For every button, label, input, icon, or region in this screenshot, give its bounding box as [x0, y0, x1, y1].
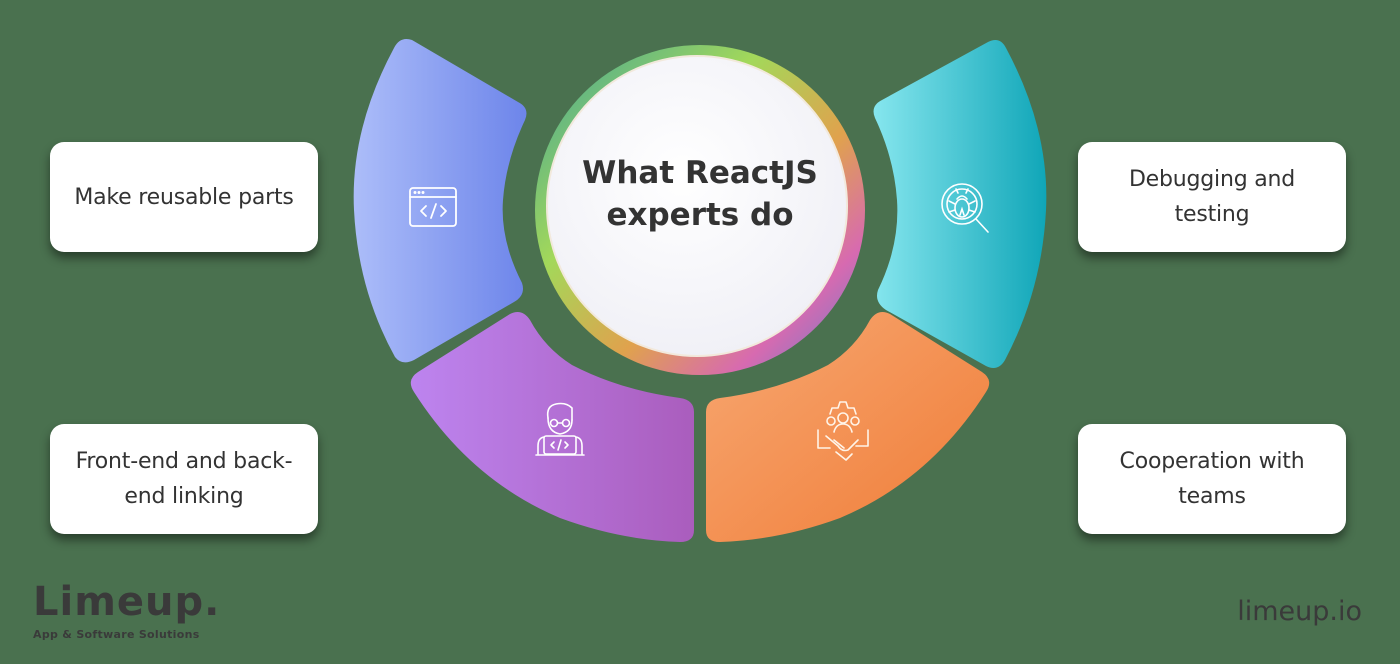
segment-make-reusable-parts — [353, 39, 527, 363]
card-label: Debugging and testing — [1128, 167, 1296, 227]
card-debugging-testing: Debugging and testing — [1078, 142, 1346, 252]
segment-debugging-testing — [873, 40, 1047, 368]
site-url: limeup.io — [1237, 596, 1362, 627]
center-circle — [546, 55, 848, 357]
logo-wordmark: Limeup. — [33, 579, 221, 625]
segment-cooperation-teams — [706, 312, 990, 542]
limeup-logo: Limeup. App & Software Solutions — [33, 582, 220, 641]
logo-tagline: App & Software Solutions — [33, 628, 200, 641]
center-title: What ReactJS experts do — [560, 152, 840, 236]
center-title-line-2: experts do — [606, 197, 794, 233]
bug-magnifier-icon — [941, 183, 989, 233]
developer-laptop-icon — [535, 402, 585, 456]
team-handshake-icon — [817, 401, 869, 461]
card-cooperation-teams: Cooperation with teams — [1078, 424, 1346, 534]
card-make-reusable-parts: Make reusable parts — [50, 142, 318, 252]
segment-front-back-linking — [410, 312, 694, 542]
code-window-icon — [409, 187, 457, 227]
card-label: Make reusable parts — [74, 184, 294, 210]
card-front-back-linking: Front-end and back-end linking — [50, 424, 318, 534]
card-label: Front-end and back-end linking — [75, 449, 293, 509]
card-label: Cooperation with teams — [1119, 449, 1305, 509]
center-title-line-1: What ReactJS — [582, 155, 818, 191]
